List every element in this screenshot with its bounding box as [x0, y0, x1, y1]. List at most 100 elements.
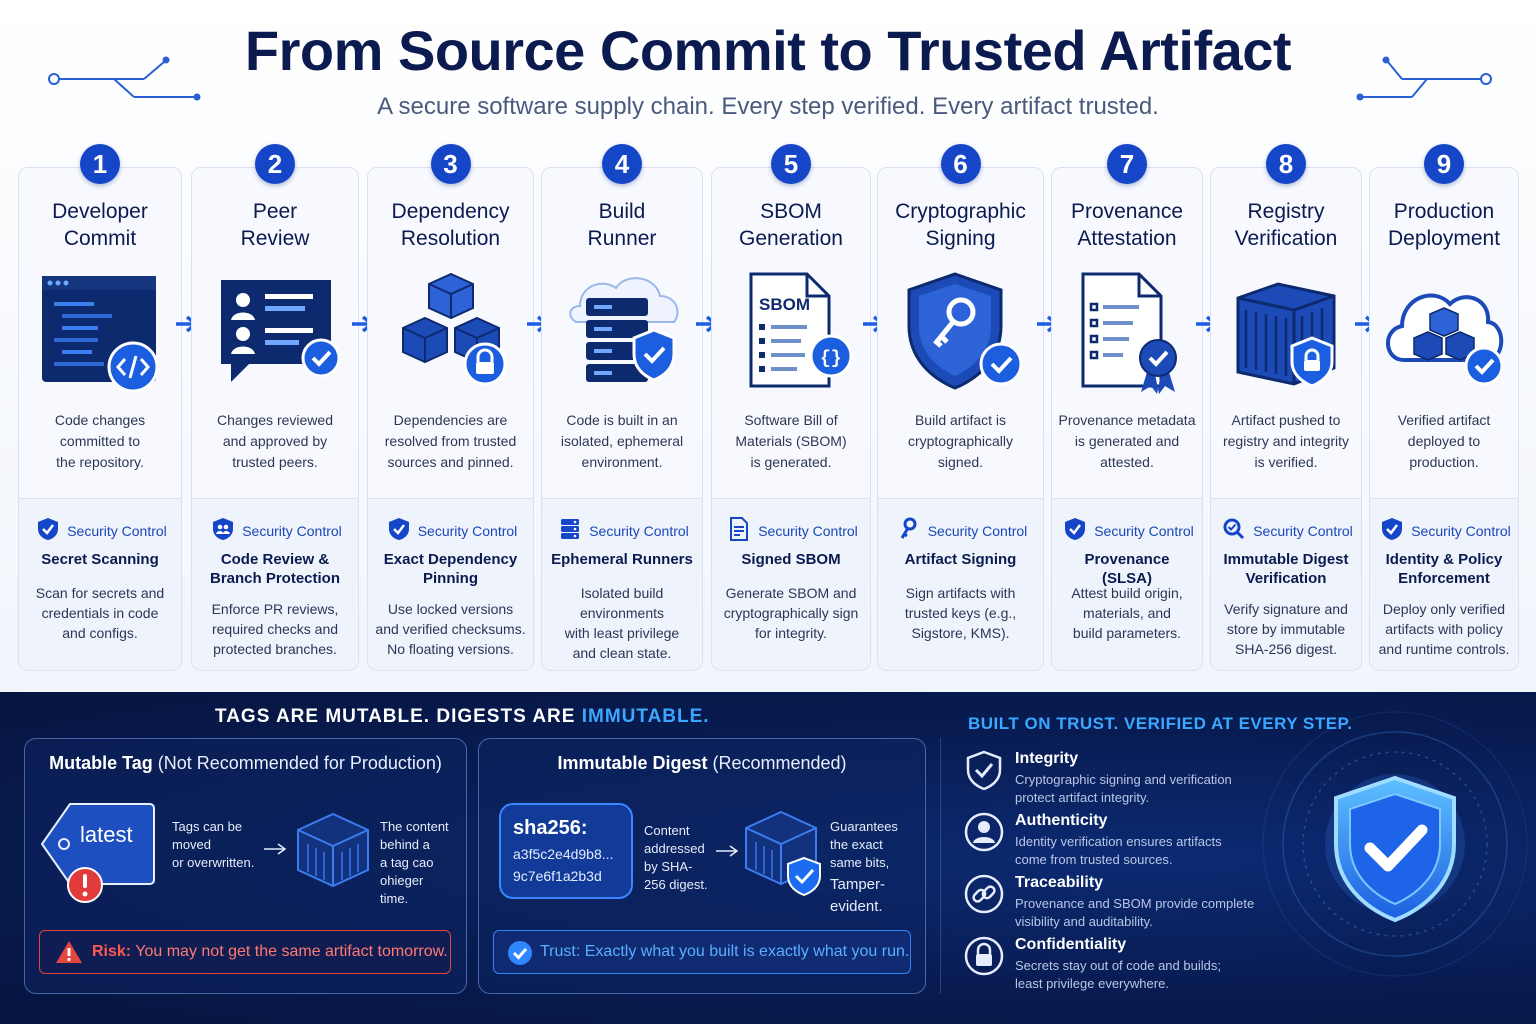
cubes-lock-icon	[385, 268, 517, 398]
trust-title: BUILT ON TRUST. VERIFIED AT EVERY STEP.	[968, 714, 1353, 733]
security-control-box: Security Control Signed SBOM Generate SB…	[712, 498, 870, 670]
security-control-name: Code Review &Branch Protection	[209, 551, 341, 587]
trust-item-authenticity: Authenticity Identity verification ensur…	[960, 812, 1270, 872]
trust-item-description: Secrets stay out of code and builds;leas…	[1015, 958, 1221, 991]
shield-check-icon	[1064, 517, 1086, 544]
arrow-right-icon	[716, 845, 739, 857]
divider	[940, 738, 941, 994]
security-control-header: Security Control	[1219, 517, 1357, 544]
trust-item-integrity: Integrity Cryptographic signing and veri…	[960, 750, 1270, 810]
page-subtitle: A secure software supply chain. Every st…	[377, 93, 1159, 120]
security-control-box: Security Control Secret Scanning Scan fo…	[19, 498, 181, 670]
step-number-badge: 9	[1424, 144, 1464, 184]
shield-check-icon	[388, 517, 410, 544]
step-number-badge: 6	[940, 144, 981, 184]
cloud-cubes-icon	[1378, 268, 1510, 398]
link-icon	[964, 874, 1004, 914]
security-control-header: Security Control	[376, 517, 529, 544]
container-lock-icon	[1220, 268, 1352, 398]
magnifier-icon	[1223, 517, 1245, 544]
security-control-box: Security Control Ephemeral Runners Isola…	[542, 498, 702, 670]
step-number-badge: 8	[1266, 144, 1306, 184]
shield-check-icon	[37, 517, 59, 544]
step-number-badge: 2	[255, 144, 295, 184]
trust-item-title: Traceability	[1015, 874, 1104, 891]
security-control-header: Security Control	[550, 517, 698, 544]
shield-key-icon	[895, 268, 1027, 398]
trust-item-confidentiality: Confidentiality Secrets stay out of code…	[960, 936, 1270, 996]
security-control-name: Secret Scanning	[41, 551, 159, 568]
security-control-header: Security Control	[27, 517, 177, 544]
trust-item-title: Authenticity	[1015, 812, 1108, 829]
code-editor-icon	[34, 268, 166, 398]
tag-label-icon	[40, 803, 155, 885]
lock-icon	[964, 936, 1004, 976]
trust-text: Trust: Exactly what you built is exactly…	[540, 943, 910, 960]
mutable-panel-title: Mutable Tag (Not Recommended for Product…	[49, 753, 442, 773]
user-icon	[964, 812, 1004, 852]
step-number-badge: 7	[1107, 144, 1147, 184]
step-number-badge: 5	[771, 144, 811, 184]
security-control-header: Security Control	[200, 517, 354, 544]
alert-triangle-icon	[56, 941, 82, 963]
svg-text:{}: {}	[820, 349, 842, 369]
sha-label: sha256:	[513, 817, 588, 839]
security-control-header: Security Control	[720, 517, 866, 544]
trust-item-traceability: Traceability Provenance and SBOM provide…	[960, 874, 1270, 934]
review-chat-icon	[209, 268, 341, 398]
security-control-name: Artifact Signing	[904, 551, 1017, 568]
sha-digest-box: sha256: a3f5c2e4d9b8... 9c7e6f1a2b3d	[499, 803, 633, 899]
immutable-panel-title: Immutable Digest (Recommended)	[557, 753, 847, 773]
tag-latest: latest	[80, 822, 133, 847]
shield-check-icon	[966, 750, 1002, 790]
circuit-left-icon	[48, 56, 201, 101]
security-control-name: Provenance (SLSA)	[1084, 551, 1170, 587]
big-shield-icon	[1334, 775, 1456, 923]
container-icon	[297, 812, 369, 888]
trust-item-title: Confidentiality	[1015, 936, 1127, 953]
page-title: From Source Commit to Trusted Artifact	[244, 19, 1292, 82]
arrow-right-icon	[264, 843, 287, 855]
circuit-right-icon	[1356, 56, 1492, 101]
sha-value-1: a3f5c2e4d9b8...	[513, 846, 614, 862]
risk-bar: Risk: You may not get the same artifact …	[39, 930, 451, 974]
check-circle-icon	[508, 941, 532, 965]
server-icon	[559, 517, 581, 544]
svg-text:SBOM: SBOM	[759, 295, 810, 314]
